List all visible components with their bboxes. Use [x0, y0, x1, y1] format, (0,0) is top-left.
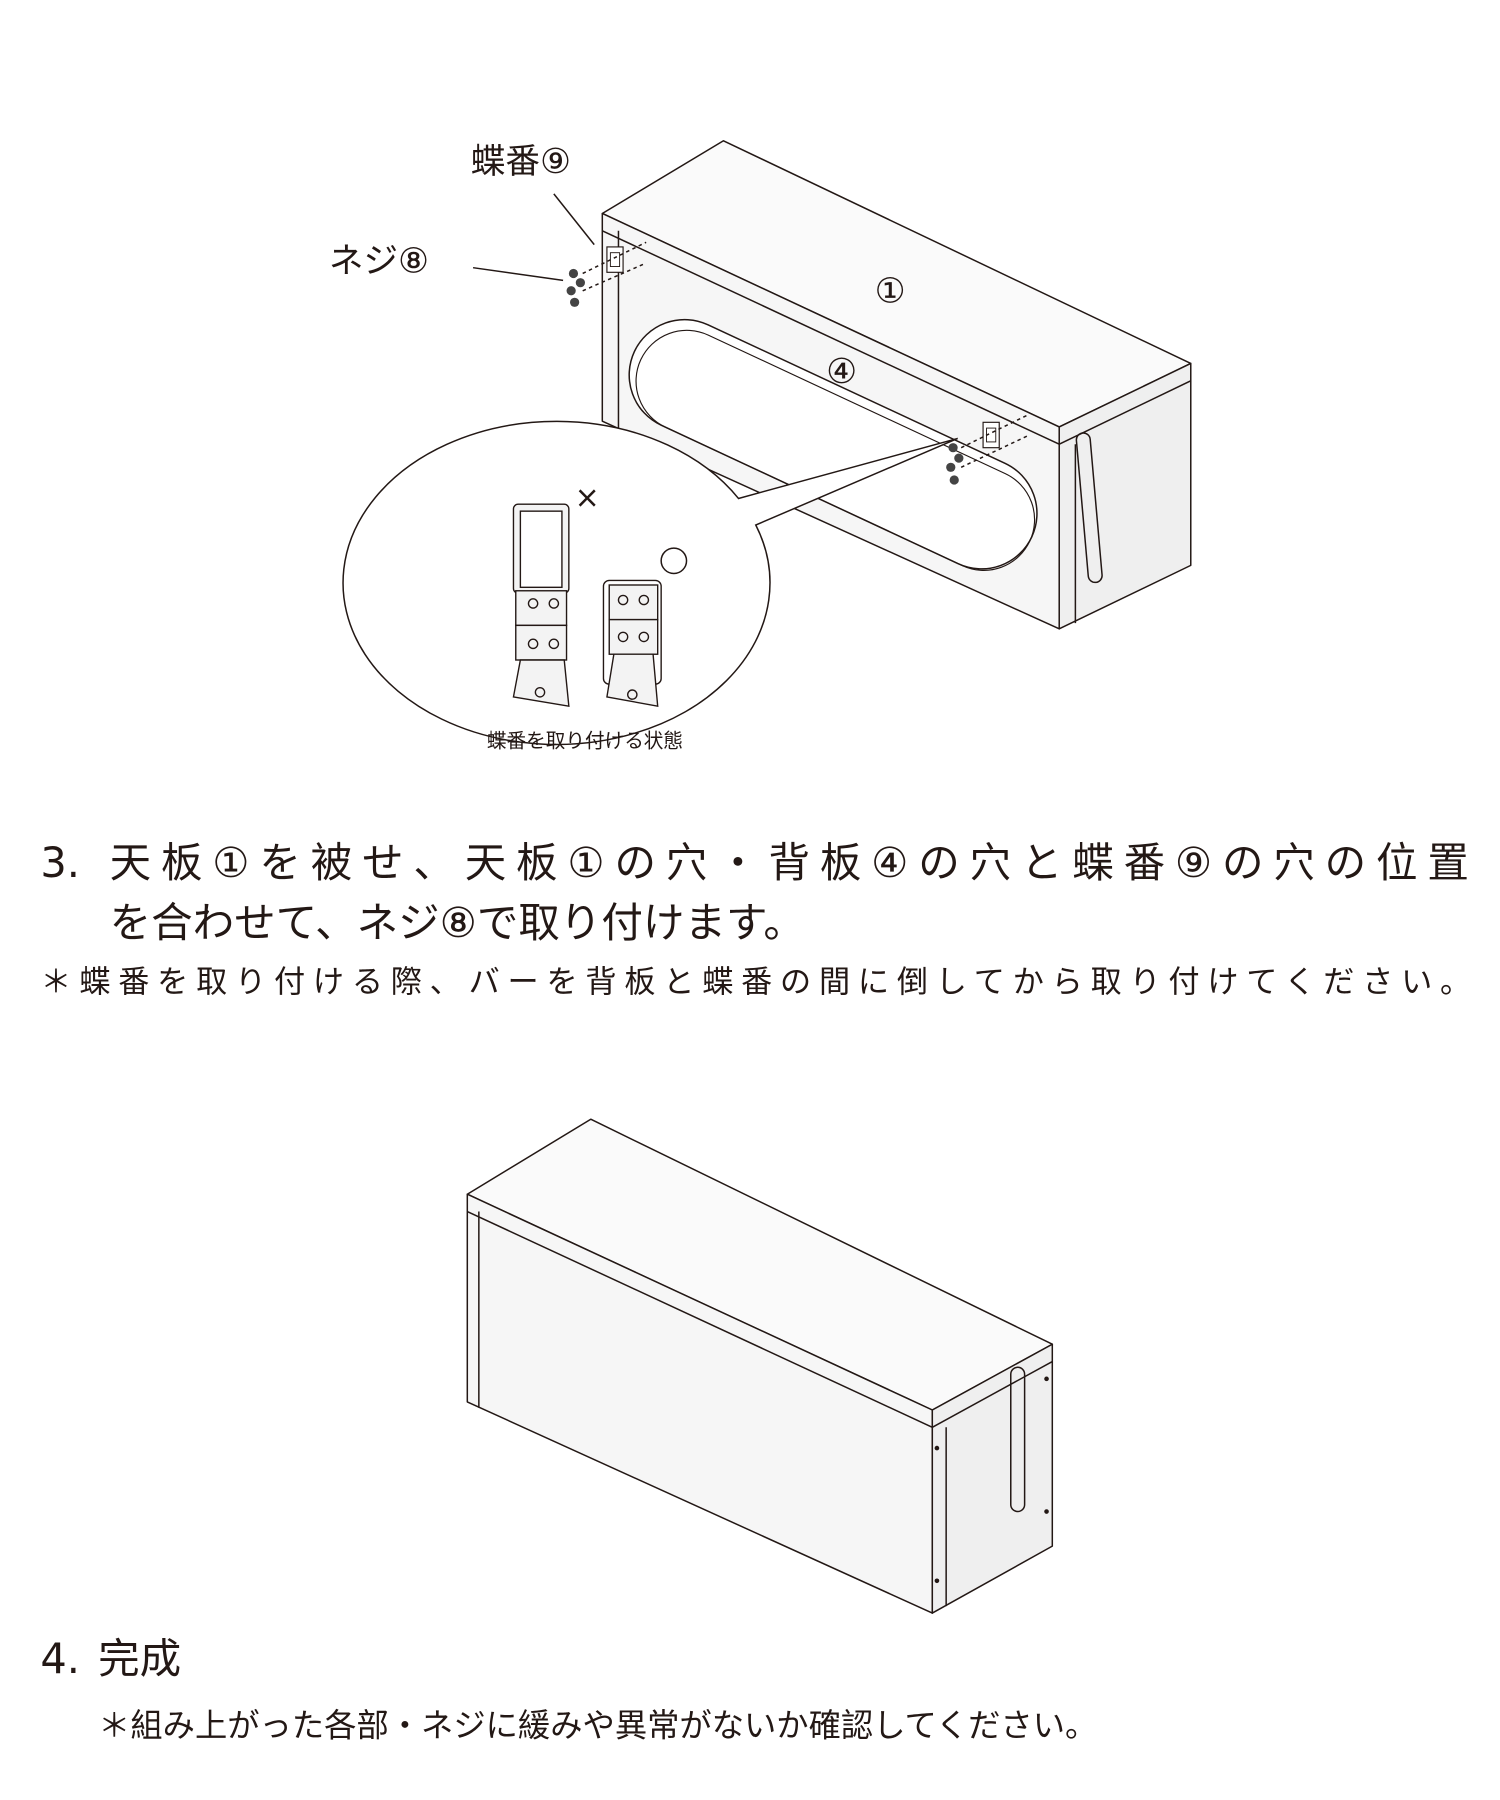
- hinge-correct-icon: [602, 579, 662, 707]
- step4-note: ＊組み上がった各部・ネジに緩みや異常がないか確認してください。: [98, 1707, 1097, 1745]
- wrong-mark: ×: [575, 481, 600, 516]
- detail-caption: 蝶番を取り付ける状態: [487, 730, 683, 753]
- step4-title: 完成: [98, 1634, 181, 1683]
- step3-note: ＊蝶番を取り付ける際、バーを背板と蝶番の間に倒してから取り付けてください。: [40, 964, 1471, 1000]
- hinge-right: [946, 414, 1028, 485]
- detail-callout: × 蝶番を取り付ける状態: [342, 420, 958, 753]
- step3-line1: 天板①を被せ、天板①の穴・背板④の穴と蝶番⑨の穴の位置: [110, 838, 1469, 887]
- step3-line2: を合わせて、ネジ⑧で取り付けます。: [110, 898, 805, 947]
- screw-label: ネジ⑧: [329, 241, 429, 281]
- correct-mark-icon: [660, 547, 688, 575]
- screw-icons: [946, 443, 964, 485]
- hinge-left: [566, 241, 647, 307]
- top-board-label: ①: [875, 271, 906, 311]
- screw-icons: [566, 268, 585, 307]
- completed-box-figure: [466, 1118, 1054, 1614]
- hinge-wrong-icon: [512, 503, 570, 707]
- assembly-figure-step3: 蝶番⑨ ネジ⑧ ① ④ ×: [329, 140, 1192, 753]
- step3-number: 3.: [40, 838, 80, 887]
- step4-number: 4.: [40, 1634, 80, 1683]
- hinge-label: 蝶番⑨: [471, 142, 571, 182]
- side-board: [1058, 362, 1192, 630]
- back-board-label: ④: [826, 352, 857, 392]
